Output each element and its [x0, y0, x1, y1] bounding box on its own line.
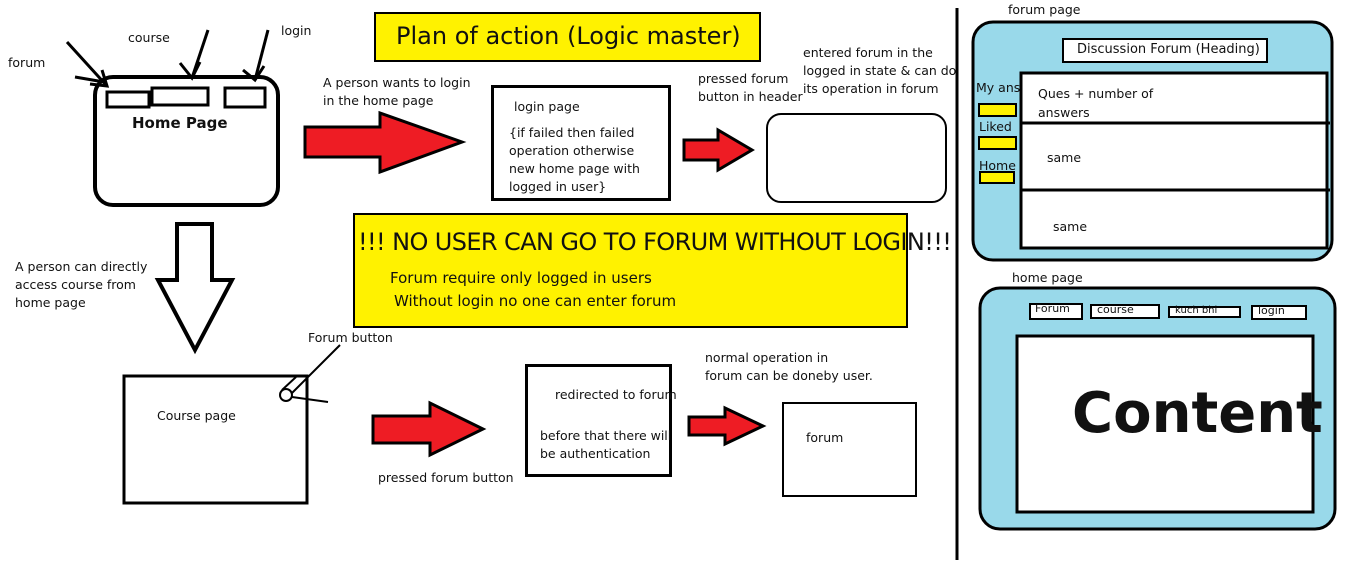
login-box-line-3: new home page with — [509, 161, 640, 176]
nav-course-button[interactable] — [1090, 304, 1160, 319]
home-page-caption: home page — [1012, 270, 1083, 285]
forum-button-scribble — [279, 344, 341, 403]
forum-row1-line-1[interactable]: Ques + number of — [1038, 86, 1154, 101]
course-page-label: Course page — [157, 408, 236, 423]
forum-page-caption: forum page — [1008, 2, 1081, 17]
login-box-line-2: operation otherwise — [509, 143, 635, 158]
pointer-forum — [65, 40, 109, 88]
nav-login-label: login — [1258, 304, 1285, 317]
label-course: course — [128, 30, 170, 45]
warning-line-1: Forum require only logged in users — [390, 269, 652, 287]
forum-row1-line-2[interactable]: answers — [1038, 105, 1090, 120]
nav-forum-label: Forum — [1035, 302, 1070, 315]
home-sketch-frame — [93, 75, 280, 207]
forum-button-circle — [279, 388, 293, 402]
redirect-line-1: redirected to forum — [555, 387, 677, 402]
pointer-course-head — [178, 61, 202, 81]
side-liked-label[interactable]: Liked — [979, 119, 1012, 134]
pointer-login-head — [242, 65, 266, 83]
redirect-box — [525, 364, 672, 477]
home-page-label: Home Page — [132, 114, 228, 132]
forum-button-label: Forum button — [308, 330, 393, 345]
pressed-forum-text-2: button in header — [698, 89, 803, 104]
nav-forum-button[interactable] — [1029, 303, 1083, 320]
side-home-label[interactable]: Home — [979, 158, 1016, 173]
pointer-forum-head — [89, 69, 110, 88]
page-title: Plan of action (Logic master) — [396, 22, 741, 50]
arrow-down-to-course — [154, 222, 236, 355]
redirect-line-2: before that there will — [540, 428, 672, 443]
forum-box-bottom — [782, 402, 917, 497]
pointer-login — [253, 29, 270, 81]
entered-text-2: logged in state & can do — [803, 63, 957, 78]
login-box-title: login page — [514, 99, 580, 114]
redirect-line-3: be authentication — [540, 446, 651, 461]
side-liked-button — [978, 136, 1017, 150]
nav-course-label: course — [1097, 303, 1134, 316]
forum-row3[interactable]: same — [1053, 219, 1088, 234]
normal-text-2: forum can be doneby user. — [705, 368, 873, 383]
title-box — [374, 12, 761, 62]
home-content-text: Content — [1072, 381, 1323, 446]
warning-headline: !!! NO USER CAN GO TO FORUM WITHOUT LOGI… — [358, 228, 952, 256]
side-my-ans-button — [978, 103, 1017, 117]
direct-text-1: A person can directly — [15, 259, 148, 274]
arrow-to-forum-top — [682, 127, 755, 173]
side-home-button — [979, 171, 1015, 184]
pointer-arrows — [65, 29, 270, 88]
arrow-to-login — [303, 110, 467, 175]
direct-text-3: home page — [15, 295, 86, 310]
forum-heading: Discussion Forum (Heading) — [1077, 42, 1260, 57]
course-page-box — [122, 374, 309, 505]
label-forum: forum — [8, 55, 46, 70]
login-box-line-4: logged in user} — [509, 179, 607, 194]
forum-heading-box — [1062, 38, 1268, 63]
label-login: login — [281, 23, 312, 38]
forum-row2[interactable]: same — [1047, 150, 1082, 165]
step1-text-1: A person wants to login — [323, 75, 471, 90]
pressed-button-text: pressed forum button — [378, 470, 514, 485]
forum-list-frame — [1019, 71, 1329, 250]
home-sketch-course-tab — [150, 86, 210, 107]
nav-login-button[interactable] — [1251, 305, 1307, 320]
entered-text-3: its operation in forum — [803, 81, 939, 96]
forum-result-box-top — [766, 113, 947, 203]
nav-kuch-label: kuch bhi — [1175, 305, 1218, 316]
nav-kuch-button[interactable] — [1168, 306, 1241, 318]
login-page-box — [491, 85, 671, 201]
home-sketch-login-tab — [223, 86, 267, 109]
entered-text-1: entered forum in the — [803, 45, 933, 60]
warning-line-2: Without login no one can enter forum — [394, 292, 677, 310]
pointer-forum-2 — [74, 75, 105, 84]
forum-box-label: forum — [806, 430, 844, 445]
arrow-to-forum-bottom — [687, 405, 767, 447]
warning-box — [353, 213, 908, 328]
arrow-to-redirect — [371, 400, 487, 458]
normal-text-1: normal operation in — [705, 350, 829, 365]
pressed-forum-text-1: pressed forum — [698, 71, 789, 86]
home-content-frame — [1015, 334, 1315, 514]
login-box-line-1: {if failed then failed — [509, 125, 635, 140]
direct-text-2: access course from — [15, 277, 136, 292]
step1-text-2: in the home page — [323, 93, 434, 108]
side-my-ans-label[interactable]: My ans — [976, 80, 1021, 95]
home-sketch-forum-tab — [105, 90, 151, 109]
